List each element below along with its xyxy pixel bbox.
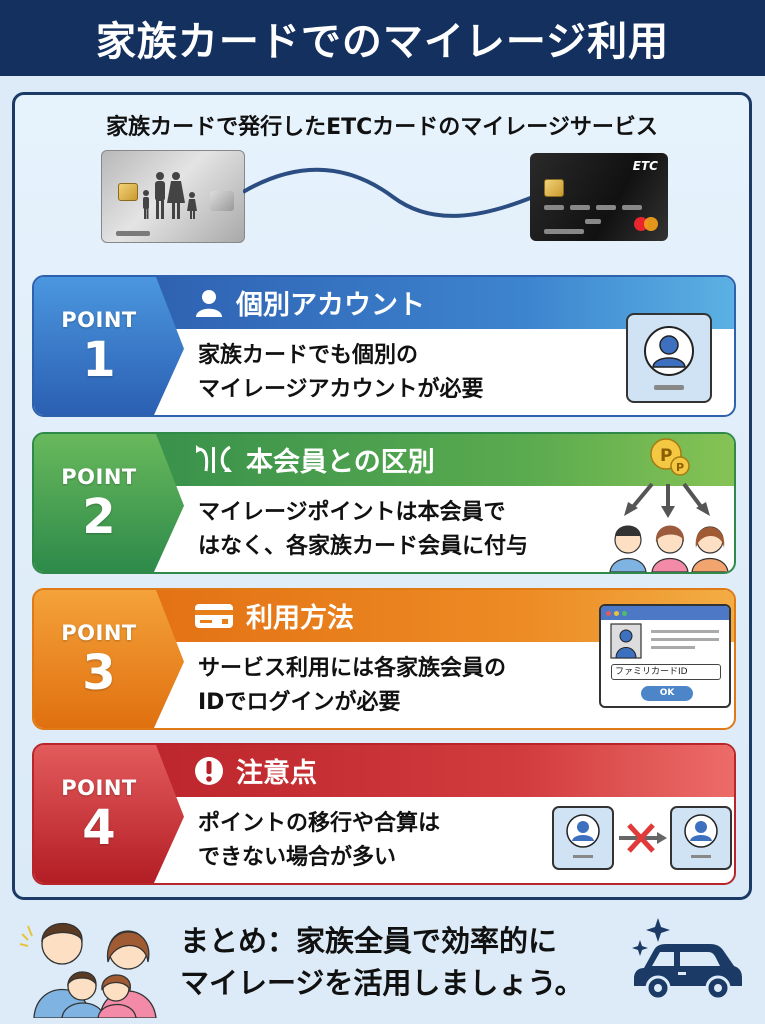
mastercard-logo-icon — [634, 217, 658, 231]
family-card-id-input: ファミリカードID — [611, 664, 721, 680]
point-description: サービス利用には各家族会員の IDでログインが必要 — [198, 656, 507, 715]
family-member-icons — [609, 525, 729, 572]
point-badge: POINT 4 — [34, 745, 184, 883]
point-description: ポイントの移行や合算は できない場合が多い — [198, 811, 441, 870]
split-arrows-icon — [196, 444, 232, 473]
family-credit-card-icon — [101, 150, 245, 243]
ok-button: OK — [641, 686, 693, 701]
point-badge: POINT 2 — [34, 434, 184, 572]
svg-text:P: P — [660, 446, 672, 466]
point-number: 2 — [82, 489, 116, 545]
point-2-card: POINT 2 本会員との区別 マイレージポイントは本会員で はなく、各家族カー… — [32, 432, 736, 574]
chip-icon — [544, 179, 564, 197]
page-title: 家族カードでのマイレージ利用 — [0, 0, 765, 76]
point-3-card: POINT 3 利用方法 サービス利用には各家族会員の IDでログインが必要 フ… — [32, 588, 736, 730]
point-heading: 利用方法 — [194, 596, 354, 635]
exclamation-icon — [195, 756, 223, 785]
point-heading: 本会員との区別 — [194, 440, 435, 479]
summary-text: まとめ：家族全員で効率的に マイレージを活用しましょう。 — [180, 924, 584, 1000]
connection-cable-icon — [243, 167, 533, 218]
login-window-icon: ファミリカードID OK — [599, 604, 731, 708]
person-icon — [196, 289, 222, 317]
family-silhouette-icon — [143, 172, 197, 219]
point-number: 3 — [82, 645, 116, 701]
sparkling-car-icon — [632, 918, 742, 1000]
etc-card-icon: ETC — [530, 153, 668, 241]
intro-title: 家族カードで発行したETCカードのマイレージサービス — [106, 115, 658, 140]
point-heading: 個別アカウント — [194, 283, 425, 322]
hologram-icon — [210, 191, 234, 211]
point-heading: 注意点 — [194, 751, 317, 790]
point-number: 4 — [82, 800, 116, 856]
main-panel: 家族カードで発行したETCカードのマイレージサービス ETC — [12, 92, 752, 900]
point-description: 家族カードでも個別の マイレージアカウントが必要 — [198, 343, 484, 402]
happy-family-icon — [19, 922, 157, 1018]
chip-icon — [118, 183, 138, 201]
point-badge: POINT 3 — [34, 590, 184, 728]
svg-text:P: P — [676, 461, 684, 474]
point-number: 1 — [82, 332, 116, 388]
points-distributed-to-family-icon: P P — [604, 436, 734, 572]
point-4-card: POINT 4 注意点 ポイントの移行や合算は できない場合が多い — [32, 743, 736, 885]
profile-card-icon — [626, 313, 712, 403]
card-icon — [195, 603, 233, 628]
point-1-card: POINT 1 個別アカウント 家族カードでも個別の マイレージアカウントが必要 — [32, 275, 736, 417]
point-description: マイレージポイントは本会員で はなく、各家族カード会員に付与 — [198, 500, 529, 559]
point-badge: POINT 1 — [34, 277, 184, 415]
no-transfer-between-accounts-icon — [549, 805, 734, 871]
card-number-strip — [116, 231, 150, 236]
etc-label: ETC — [632, 159, 658, 173]
window-titlebar — [601, 606, 729, 620]
